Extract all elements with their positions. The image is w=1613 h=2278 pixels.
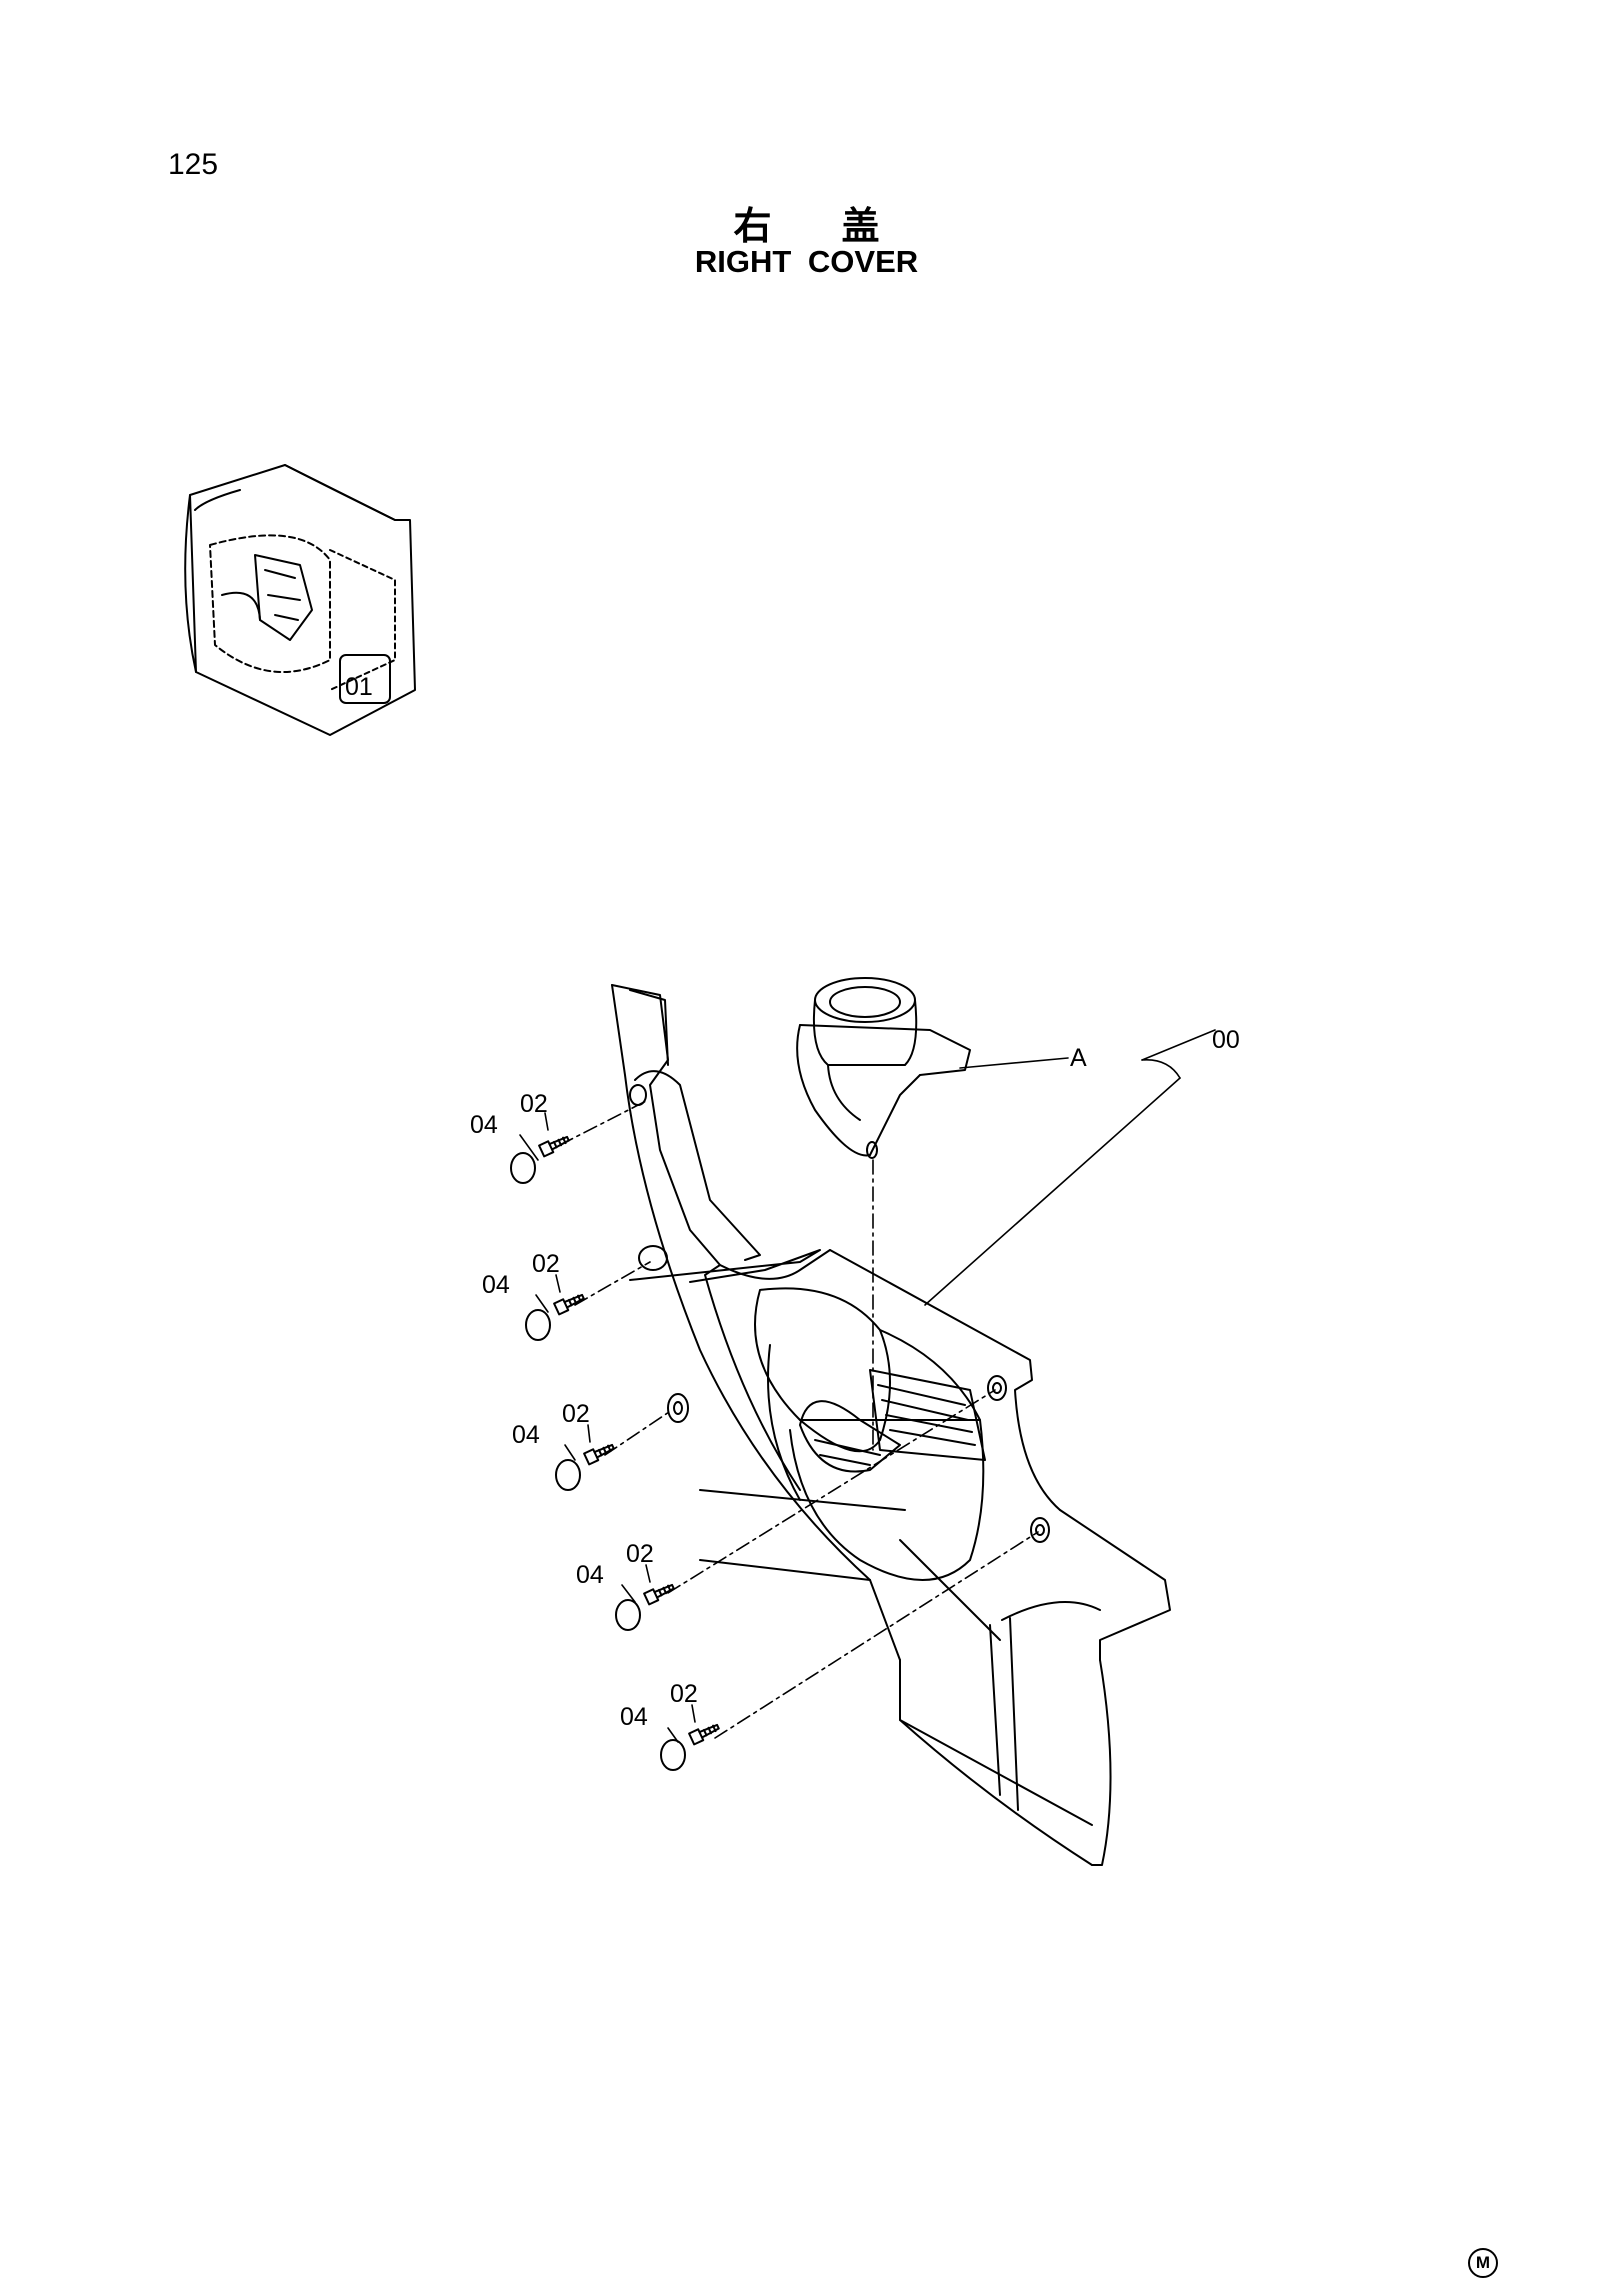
cap-04 [615,1599,641,1631]
screw-02 [688,1723,720,1746]
title-english: RIGHT COVER [694,244,919,279]
fastener-set-1 [510,1135,570,1184]
fastener-set-5 [660,1723,720,1771]
fastener-set-2 [525,1293,585,1341]
callout-02: 02 [626,1540,654,1568]
screw-02 [538,1135,570,1158]
right-cover-panel [611,984,1171,1866]
cup-holder-part [796,977,971,1159]
page-number: 125 [168,148,219,181]
fastener-set-4 [615,1583,675,1631]
callout-04: 04 [470,1111,498,1139]
callout-00: 00 [1212,1026,1240,1054]
title-chinese: 右盖 [733,204,950,248]
cap-04 [555,1459,581,1491]
callout-04: 04 [482,1271,510,1299]
cap-04 [660,1739,686,1771]
screw-02 [583,1443,615,1466]
cap-04 [525,1309,551,1341]
callout-04: 04 [512,1421,540,1449]
callout-02: 02 [532,1250,560,1278]
cap-04 [510,1152,536,1184]
footer-mark-icon: M [1468,2248,1498,2278]
leader-lines [519,1029,1216,1743]
callout-a: A [1070,1044,1087,1072]
screw-02 [553,1293,585,1316]
callout-04: 04 [576,1561,604,1589]
screw-02 [643,1583,675,1606]
callout-labels: A 00 04 02 04 02 04 02 04 02 04 02 [470,1026,1240,1731]
callout-02: 02 [520,1090,548,1118]
callout-02: 02 [562,1400,590,1428]
callout-02: 02 [670,1680,698,1708]
cab-inset-view: 01 [184,464,416,736]
inset-label: 01 [345,673,373,701]
fastener-set-3 [555,1443,615,1491]
callout-04: 04 [620,1703,648,1731]
